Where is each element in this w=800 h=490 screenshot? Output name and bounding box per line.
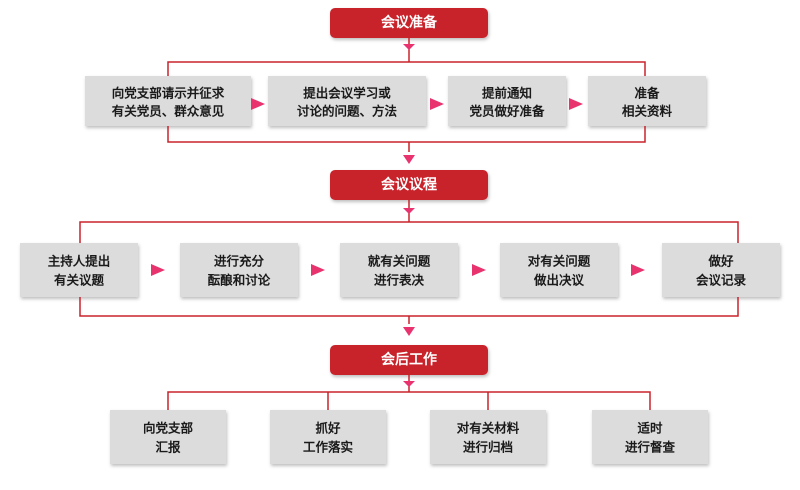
section-1-title: 会议准备 — [381, 14, 438, 31]
section-1-down-arrow — [403, 44, 415, 50]
section-3-step-3-line-1: 对有关材料 — [457, 421, 520, 436]
section-2-step-4-line-1: 对有关问题 — [528, 254, 591, 269]
section-3-bracket-top — [167, 375, 651, 410]
section-1: 会议准备 向党支部请示并征求 有关党员、群众意见 提出会议学习或 讨论的问题、方… — [85, 8, 706, 164]
section-2-right-arrow-3 — [472, 264, 486, 276]
section-1-right-arrow-3 — [569, 98, 583, 110]
section-2-step-2-line-2: 酝酿和讨论 — [208, 273, 271, 288]
section-2-step-5-line-2: 会议记录 — [696, 273, 747, 288]
section-2-step-2-line-1: 进行充分 — [214, 254, 265, 269]
section-2-step-2 — [180, 243, 298, 297]
section-2-exit-arrow — [403, 327, 415, 336]
section-2-bracket-top — [79, 200, 739, 243]
section-2-step-5-line-1: 做好 — [707, 254, 734, 269]
section-1-step-1-line-1: 向党支部请示并征求 — [112, 86, 225, 101]
section-1-step-3-line-1: 提前通知 — [482, 86, 532, 101]
section-3-step-2 — [270, 410, 386, 464]
section-3-step-1 — [110, 410, 226, 464]
section-2-bracket-bottom — [79, 297, 739, 324]
section-2-right-arrow-4 — [631, 264, 645, 276]
section-1-step-4-line-1: 准备 — [634, 86, 660, 101]
section-2-step-4-line-2: 做出决议 — [533, 273, 585, 288]
section-3-step-4-line-1: 适时 — [637, 421, 663, 436]
section-1-step-2-line-1: 提出会议学习或 — [303, 86, 391, 101]
section-1-step-2 — [268, 76, 426, 126]
section-1-step-1-line-2: 有关党员、群众意见 — [112, 104, 225, 119]
section-1-step-3 — [448, 76, 566, 126]
section-2-step-4 — [500, 243, 618, 297]
section-1-step-3-line-2: 党员做好准备 — [469, 104, 545, 119]
section-1-step-2-line-2: 讨论的问题、方法 — [297, 104, 398, 119]
section-2-step-3 — [340, 243, 458, 297]
section-2-step-3-line-1: 就有关问题 — [368, 254, 431, 269]
section-2-title: 会议议程 — [381, 176, 437, 193]
section-3-step-1-line-2: 汇报 — [155, 440, 181, 455]
section-2-down-arrow — [403, 208, 415, 214]
section-2-right-arrow-1 — [151, 264, 165, 276]
section-3: 会后工作 向党支部 汇报 抓好 工作落实 对有关材料 进行归档 适时 进行督查 — [110, 345, 708, 464]
section-3-step-2-line-1: 抓好 — [315, 421, 341, 436]
section-1-right-arrow-2 — [430, 98, 444, 110]
section-1-bracket-top — [167, 38, 646, 76]
section-3-step-3-line-2: 进行归档 — [463, 440, 513, 455]
section-1-bracket-bottom — [167, 126, 646, 152]
section-3-down-arrow — [403, 381, 415, 387]
section-3-header — [330, 345, 488, 375]
section-2-step-5 — [662, 243, 780, 297]
section-3-step-2-line-2: 工作落实 — [303, 440, 353, 455]
section-3-step-1-line-1: 向党支部 — [143, 421, 194, 436]
section-3-title: 会后工作 — [381, 351, 437, 368]
section-1-step-4 — [588, 76, 706, 126]
section-2: 会议议程 主持人提出 有关议题 进行充分 酝酿和讨论 就有关问题 进行表决 对有… — [20, 170, 780, 336]
section-3-step-4-line-2: 进行督查 — [625, 440, 676, 455]
section-2-right-arrow-2 — [311, 264, 325, 276]
section-1-header — [330, 8, 488, 38]
section-2-step-1-line-2: 有关议题 — [54, 273, 105, 288]
section-2-header — [330, 170, 488, 200]
section-2-step-1 — [20, 243, 138, 297]
section-1-right-arrow-1 — [251, 98, 265, 110]
section-1-step-1 — [85, 76, 251, 126]
section-2-step-3-line-2: 进行表决 — [374, 273, 425, 288]
section-3-step-4 — [592, 410, 708, 464]
section-2-step-1-line-1: 主持人提出 — [48, 254, 111, 269]
section-1-exit-arrow — [403, 155, 415, 164]
section-3-step-3 — [430, 410, 546, 464]
section-1-step-4-line-2: 相关资料 — [622, 104, 673, 119]
